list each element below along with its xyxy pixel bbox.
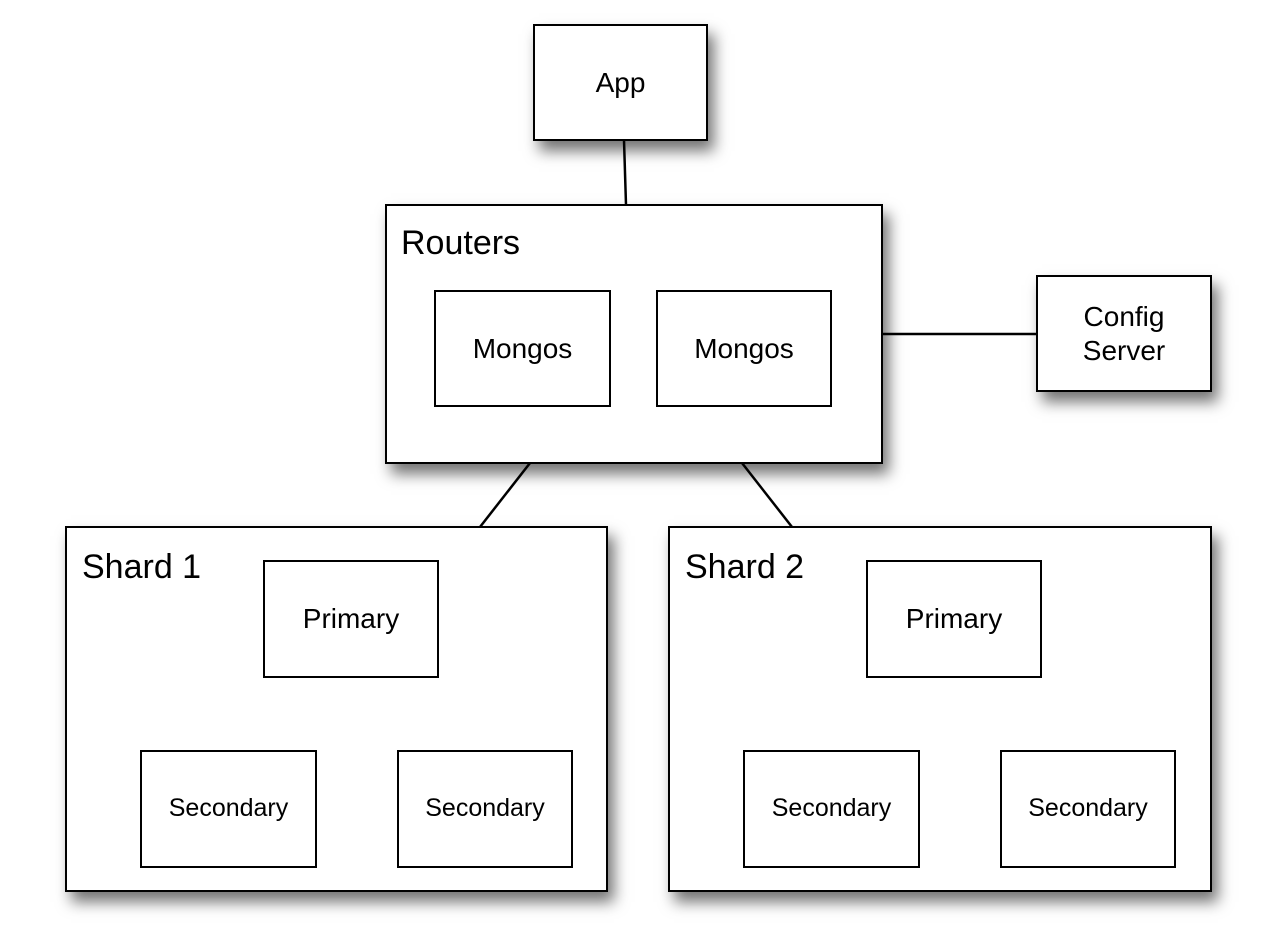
config-server-label-line-1: Config: [1083, 301, 1165, 333]
shard-1-primary-label: Primary: [302, 603, 400, 635]
config-server-label: Config Server: [1083, 300, 1165, 366]
shard-2-primary-node: Primary: [866, 560, 1042, 678]
shard-2-group: Shard 2 Primary Secondary Secondary: [668, 526, 1212, 892]
shard-2-secondary-label-2: Secondary: [1028, 794, 1148, 823]
config-server-node: Config Server: [1036, 275, 1212, 392]
routers-title: Routers: [401, 224, 521, 262]
shard-1-secondary-node-2: Secondary: [397, 750, 573, 868]
mongos-label-2: Mongos: [694, 332, 794, 364]
shard-2-secondary-node-2: Secondary: [1000, 750, 1176, 868]
connector-app-routers: [622, 139, 628, 206]
shard-1-secondary-label-1: Secondary: [168, 794, 289, 823]
shard-2-secondary-node-1: Secondary: [743, 750, 920, 868]
routers-group: Routers Mongos Mongos: [385, 204, 883, 464]
mongos-node-1: Mongos: [434, 290, 611, 407]
shard-1-title: Shard 1: [82, 548, 202, 586]
connector-routers-shard-2: [741, 462, 793, 528]
shard-2-title: Shard 2: [685, 548, 805, 586]
config-server-label-line-2: Server: [1082, 334, 1166, 366]
app-label: App: [595, 66, 646, 98]
shard-1-secondary-node-1: Secondary: [140, 750, 317, 868]
shard-1-group: Shard 1 Primary Secondary Secondary: [65, 526, 608, 892]
mongos-label-1: Mongos: [472, 332, 573, 364]
shard-2-primary-label: Primary: [905, 603, 1003, 635]
shard-1-secondary-label-2: Secondary: [425, 794, 545, 823]
app-node: App: [533, 24, 708, 141]
shard-1-primary-node: Primary: [263, 560, 439, 678]
shard-2-secondary-label-1: Secondary: [771, 794, 892, 823]
connector-routers-shard-1: [479, 462, 531, 528]
mongos-node-2: Mongos: [656, 290, 832, 407]
